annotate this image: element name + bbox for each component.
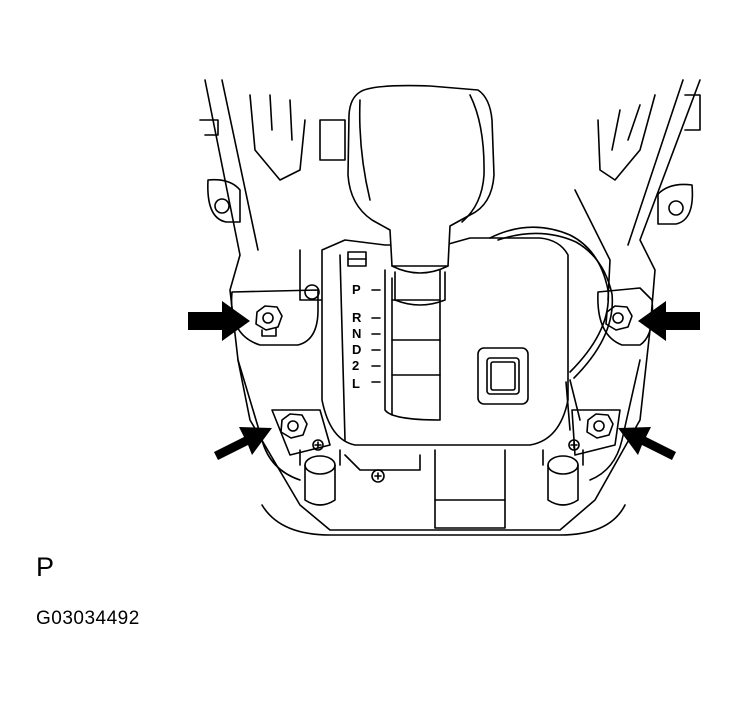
callout-arrow-upper-right — [638, 301, 700, 341]
gear-label-p: P — [352, 282, 361, 297]
nut-upper-right — [597, 287, 654, 346]
callout-arrow-lower-right — [618, 427, 676, 460]
center-bracket — [344, 449, 506, 529]
gear-label-d: D — [352, 342, 361, 357]
nut-lower-left — [271, 409, 331, 456]
gear-label-2: 2 — [352, 358, 359, 373]
callout-arrow-upper-left — [188, 301, 250, 341]
gate-labels: P R N D 2 L — [352, 282, 362, 391]
figure-code-label: G03034492 — [36, 608, 140, 629]
shift-lever-assembly-illustration: P R N D 2 L — [188, 79, 701, 536]
left-bracket — [199, 94, 346, 301]
position-indicator-label: P — [36, 552, 55, 582]
gear-label-r: R — [352, 310, 362, 325]
left-bushing — [299, 439, 341, 506]
gear-label-l: L — [352, 376, 360, 391]
gear-label-n: N — [352, 326, 361, 341]
right-bushing — [542, 439, 584, 506]
shift-knob — [347, 84, 495, 306]
switch-button — [477, 347, 529, 405]
callout-arrow-lower-left — [214, 427, 272, 460]
wire-harness — [489, 226, 614, 431]
right-bracket — [574, 94, 701, 301]
